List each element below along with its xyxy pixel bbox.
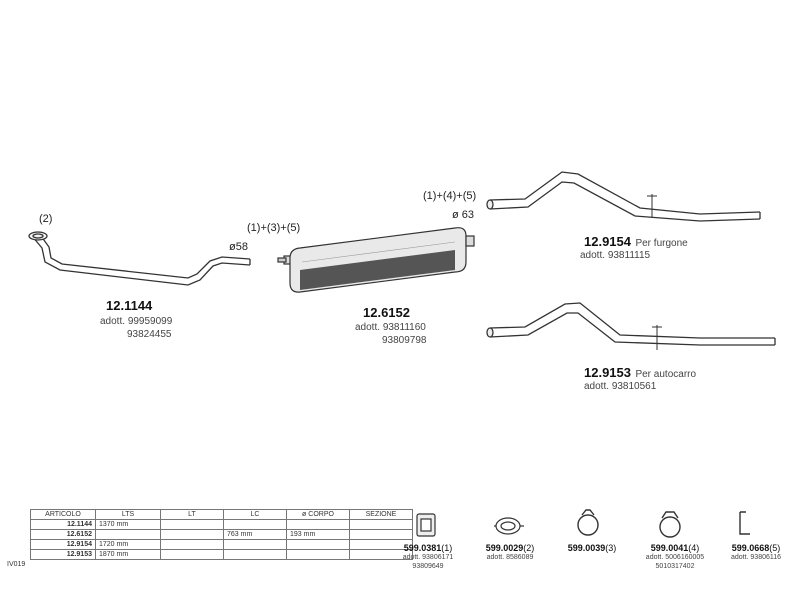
fitting-adott: adott. 93806116 — [730, 554, 782, 561]
clamp-icon — [577, 509, 599, 536]
spec-table: ARTICOLO LTS LT LC ø CORPO SEZIONE 12.11… — [30, 509, 413, 560]
front-pipe-ref-1: adott. 99959099 — [100, 316, 172, 327]
fitting-599-0381: 599.0381(1) adott. 93806171 93809649 — [396, 543, 460, 571]
front-pipe-note: (2) — [39, 213, 53, 225]
col-lts: LTS — [95, 509, 161, 520]
fitting-code: 599.0381(1) — [396, 543, 460, 553]
tail-pipe-van-ref-value: 93811115 — [607, 250, 651, 261]
col-sezione: SEZIONE — [349, 509, 413, 520]
col-corpo: ø CORPO — [286, 509, 350, 520]
table-cell: 193 mm — [286, 529, 350, 540]
fitting-num: (4) — [688, 543, 700, 553]
table-row: 12.9153 1870 mm — [30, 549, 413, 560]
adott-label: adott. — [100, 316, 126, 327]
tail-pipe-van-note: (1)+(4)+(5) — [423, 190, 477, 202]
tail-pipe-truck-ref-value: 93810561 — [611, 381, 657, 392]
table-cell — [160, 529, 224, 540]
table-cell — [223, 519, 287, 530]
fitting-num: (1) — [441, 543, 453, 553]
fitting-code-value: 599.0041 — [650, 543, 689, 553]
col-articolo: ARTICOLO — [30, 509, 96, 520]
fitting-adott-2: 5010317402 — [655, 563, 695, 570]
tail-pipe-truck-desc: Per autocarro — [635, 369, 697, 380]
adott-label: adott. — [580, 250, 606, 261]
adott-label: adott. — [584, 381, 610, 392]
tail-pipe-truck-ref: adott. 93810561 — [584, 381, 656, 392]
table-cell — [286, 539, 350, 550]
fitting-num: (2) — [523, 543, 535, 553]
fitting-code-value: 599.0381 — [403, 543, 442, 553]
table-cell — [223, 549, 287, 560]
table-cell — [286, 549, 350, 560]
table-cell: 12.1144 — [30, 519, 96, 530]
fitting-code: 599.0041(4) — [640, 543, 710, 553]
fitting-code: 599.0029(2) — [478, 543, 542, 553]
fitting-code: 599.0039(3) — [560, 543, 624, 553]
table-cell: 1720 mm — [95, 539, 161, 550]
front-pipe-ref-2: 93824455 — [127, 329, 172, 340]
col-lt: LT — [160, 509, 224, 520]
spec-table-header-row: ARTICOLO LTS LT LC ø CORPO SEZIONE — [30, 509, 413, 520]
fitting-num: (3) — [605, 543, 617, 553]
front-pipe-ref: 99959099 — [127, 316, 173, 327]
table-cell: 1370 mm — [95, 519, 161, 530]
tail-pipe-van-ref: adott. 93811115 — [580, 250, 650, 261]
front-pipe-diameter: ø58 — [229, 241, 248, 253]
table-cell — [160, 519, 224, 530]
front-pipe-drawing — [28, 231, 251, 286]
tail-pipe-van-title: 12.9154 Per furgone — [584, 233, 688, 251]
fitting-adott: adott. 93806171 — [402, 554, 454, 561]
spec-table-side-label: IV019 — [7, 561, 26, 568]
fitting-num: (5) — [769, 543, 781, 553]
fitting-adott: adott. 5006160005 — [645, 554, 705, 561]
table-cell — [349, 519, 413, 530]
silencer-code: 12.6152 — [363, 305, 410, 320]
front-pipe-code: 12.1144 — [106, 298, 153, 313]
fitting-adott: adott. 8586089 — [486, 554, 534, 561]
table-row: 12.9154 1720 mm — [30, 539, 413, 550]
ring-gasket-icon — [494, 517, 524, 535]
table-row: 12.1144 1370 mm — [30, 519, 413, 530]
fitting-code: 599.0668(5) — [720, 543, 792, 553]
fitting-code-value: 599.0029 — [485, 543, 524, 553]
silencer-note: (1)+(3)+(5) — [247, 222, 301, 234]
fitting-599-0039: 599.0039(3) — [560, 543, 624, 553]
table-cell: 763 mm — [223, 529, 287, 540]
table-cell — [349, 529, 413, 540]
fitting-599-0029: 599.0029(2) adott. 8586089 — [478, 543, 542, 562]
fitting-adott-2: 93809649 — [412, 563, 444, 570]
col-lc: LC — [223, 509, 287, 520]
silencer-ref: 93811160 — [382, 322, 426, 333]
table-cell — [160, 539, 224, 550]
table-cell — [223, 539, 287, 550]
table-cell — [349, 549, 413, 560]
tail-pipe-van-code: 12.9154 — [584, 234, 631, 249]
table-cell: 12.9153 — [30, 549, 96, 560]
fitting-599-0041: 599.0041(4) adott. 5006160005 5010317402 — [640, 543, 710, 571]
bracket-icon — [739, 511, 750, 535]
table-cell: 12.6152 — [30, 529, 96, 540]
flange-gasket-icon — [416, 513, 436, 537]
fitting-code-value: 599.0668 — [731, 543, 770, 553]
tail-pipe-van-drawing — [486, 171, 761, 222]
table-cell: 1870 mm — [95, 549, 161, 560]
fitting-code-value: 599.0039 — [567, 543, 606, 553]
tail-pipe-van-desc: Per furgone — [635, 238, 688, 249]
fitting-599-0668: 599.0668(5) adott. 93806116 — [720, 543, 792, 562]
adott-label: adott. — [355, 322, 381, 333]
table-cell: 12.9154 — [30, 539, 96, 550]
table-row: 12.6152 763 mm 193 mm — [30, 529, 413, 540]
tail-pipe-truck-code: 12.9153 — [584, 365, 631, 380]
clamp-icon — [659, 511, 681, 538]
tail-pipe-van-diameter: ø 63 — [452, 209, 475, 221]
silencer-drawing — [277, 227, 475, 293]
table-cell — [95, 529, 161, 540]
table-cell — [160, 549, 224, 560]
silencer-ref-2: 93809798 — [382, 335, 427, 346]
tail-pipe-truck-drawing — [486, 302, 776, 350]
tail-pipe-truck-title: 12.9153 Per autocarro — [584, 364, 696, 382]
silencer-ref-1: adott. 93811160 — [355, 322, 426, 333]
table-cell — [286, 519, 350, 530]
